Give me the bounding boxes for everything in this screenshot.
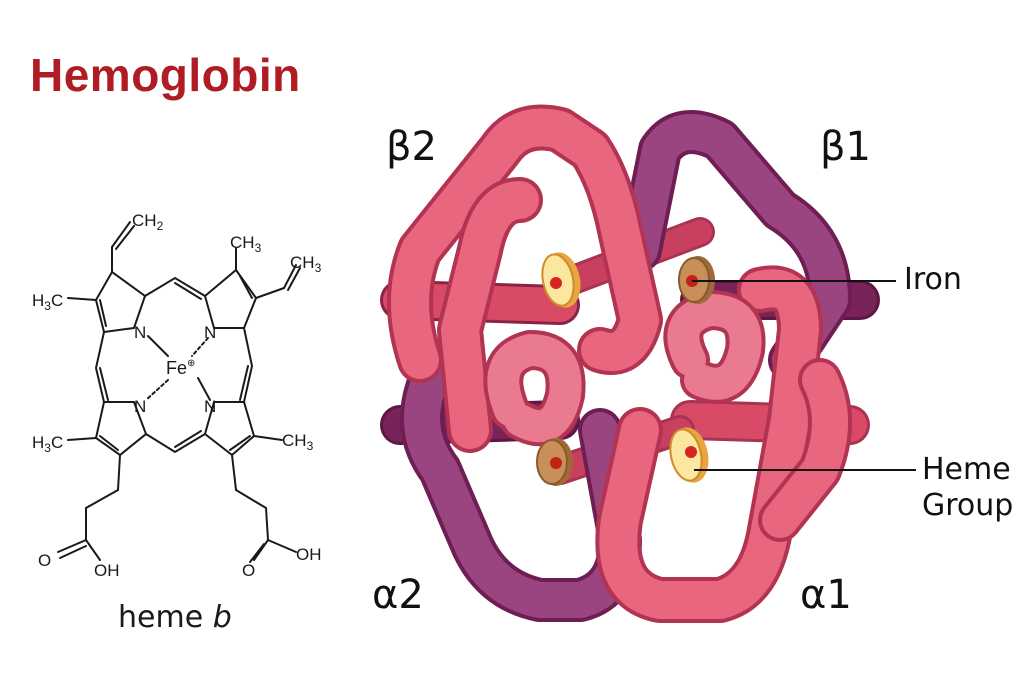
svg-text:O: O bbox=[242, 561, 255, 580]
subunit-alpha1 bbox=[595, 265, 852, 623]
heme-atom-labels: CH2 CH3 CH3 H3C N N Fe⊕ N N H3C CH3 O OH… bbox=[32, 211, 322, 580]
heme-disc-top-left bbox=[541, 252, 581, 308]
heme-disc-bottom-right bbox=[669, 427, 709, 483]
svg-text:H3C: H3C bbox=[32, 291, 63, 313]
svg-text:OH: OH bbox=[94, 561, 120, 580]
heme-b-caption: heme b bbox=[118, 600, 232, 635]
heme-annotation-line1: Heme bbox=[922, 452, 1011, 487]
vinyl-ch2-label: CH2 bbox=[132, 211, 164, 233]
caption-variant: b bbox=[212, 600, 232, 635]
svg-text:CH3: CH3 bbox=[290, 253, 322, 275]
svg-text:CH3: CH3 bbox=[282, 431, 314, 453]
svg-text:OH: OH bbox=[296, 545, 322, 564]
svg-text:N: N bbox=[204, 397, 216, 416]
heme-group-annotation: Heme Group bbox=[922, 452, 1013, 524]
svg-text:N: N bbox=[204, 323, 216, 342]
subunit-beta2 bbox=[387, 104, 663, 453]
subunit-beta1 bbox=[618, 110, 852, 382]
heme-annotation-line2: Group bbox=[922, 488, 1014, 523]
svg-text:O: O bbox=[38, 551, 51, 570]
svg-text:H3C: H3C bbox=[32, 433, 63, 455]
page-title: Hemoglobin bbox=[30, 49, 301, 101]
subunit-label-alpha1: α1 bbox=[800, 572, 852, 618]
subunit-label-beta2: β2 bbox=[386, 124, 437, 170]
heme-b-structure: CH2 CH3 CH3 H3C N N Fe⊕ N N H3C CH3 O OH… bbox=[32, 211, 322, 580]
svg-text:N: N bbox=[134, 323, 146, 342]
svg-text:CH3: CH3 bbox=[230, 233, 262, 255]
svg-text:N: N bbox=[134, 397, 146, 416]
caption-name: heme bbox=[118, 600, 204, 635]
subunit-label-alpha2: α2 bbox=[372, 572, 424, 618]
heme-disc-bottom-left bbox=[536, 438, 573, 486]
iron-annotation: Iron bbox=[904, 262, 962, 297]
subunit-label-beta1: β1 bbox=[820, 124, 871, 170]
